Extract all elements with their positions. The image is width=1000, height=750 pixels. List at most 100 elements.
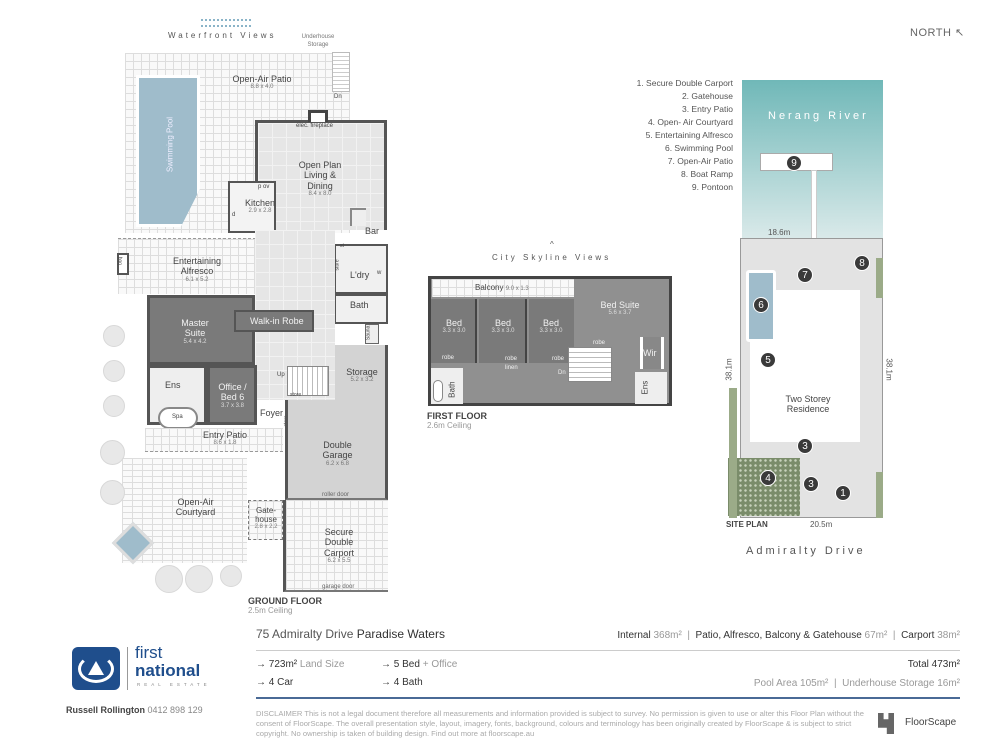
gatehouse-label: Gate-house 2.8 x 2.2 xyxy=(254,506,278,531)
entry-patio-label: Entry Patio 8.6 x 1.8 xyxy=(202,430,248,447)
marker-1: 1 xyxy=(835,485,851,501)
store-under-stair-label: store xyxy=(290,392,302,398)
swimming-pool xyxy=(136,75,200,227)
pantry-p-label: p ov xyxy=(258,184,270,190)
feature-bed: → 5 Bed + Office xyxy=(381,659,458,670)
dim-top-label: 18.6m xyxy=(768,228,791,237)
laundry-room xyxy=(334,244,388,294)
office-bed6-label: Office / Bed 6 3.7 x 3.8 xyxy=(218,382,247,409)
office-bed6-room xyxy=(207,365,257,425)
garage-door-label: garage door xyxy=(322,584,355,590)
storage-room xyxy=(335,345,388,405)
marker-4: 4 xyxy=(760,470,776,486)
alfresco-label: Entertaining Alfresco 6.1 x 5.2 xyxy=(172,256,222,283)
total-area: Total 473m² xyxy=(907,659,960,670)
legend-item: 8. Boat Ramp xyxy=(681,169,733,179)
tree-icon xyxy=(100,440,125,465)
ground-stairs xyxy=(287,366,329,396)
linen-label: linen xyxy=(505,365,518,371)
ens-first-label: Ens xyxy=(640,380,650,395)
site-pool xyxy=(746,270,776,342)
residence-label: Two Storey Residence xyxy=(785,394,831,415)
brand-line2: national xyxy=(135,661,201,680)
ens-first-room xyxy=(635,372,667,404)
entry-patio-area xyxy=(145,428,283,452)
bed-2-label: Bed 3.3 x 3.0 xyxy=(491,318,515,335)
roller-door-label: roller door xyxy=(322,492,350,498)
courtyard-hatch xyxy=(728,458,800,516)
marker-6: 6 xyxy=(753,297,769,313)
marker-9: 9 xyxy=(786,155,802,171)
up-label: Up xyxy=(277,372,285,378)
foyer-label: Foyer xyxy=(260,408,284,418)
legend-item: 7. Open-Air Patio xyxy=(667,156,733,166)
bed-3-label: Bed 3.3 x 3.0 xyxy=(539,318,563,335)
courtyard-label: Open-Air Courtyard xyxy=(175,497,216,518)
walk-in-robe xyxy=(234,310,314,332)
right-hedge-lower xyxy=(876,472,883,518)
feature-bath: → 4 Bath xyxy=(381,677,423,688)
laundry-label: L'dry xyxy=(350,270,370,280)
legend-item: 3. Entry Patio xyxy=(681,104,733,114)
carport-label: Secure Double Carport 6.2 x 5.5 xyxy=(323,527,354,565)
washer-label: w xyxy=(377,270,382,276)
legend-item: 5. Entertaining Alfresco xyxy=(645,130,733,140)
pool-underhouse-area: Pool Area 105m² | Underhouse Storage 16m… xyxy=(753,678,960,689)
bbq xyxy=(117,253,129,275)
tree-icon xyxy=(103,325,125,347)
kitchen-label: Kitchen 2.9 x 2.8 xyxy=(244,198,276,215)
master-suite-label: Master Suite 5.4 x 4.2 xyxy=(181,318,209,345)
tree-icon xyxy=(155,565,183,593)
north-indicator: NORTH ↖ xyxy=(910,26,965,39)
city-skyline-views-label: City Skyline Views xyxy=(492,253,612,262)
site-plan-title: SITE PLAN xyxy=(726,520,768,529)
tree-icon xyxy=(220,565,242,587)
logo-divider xyxy=(127,647,128,690)
waterfront-views-label: Waterfront Views xyxy=(168,31,277,40)
footer-divider-1 xyxy=(256,650,960,651)
bed-suite-label: Bed Suite 5.6 x 3.7 xyxy=(600,300,640,317)
ens-label: Ens xyxy=(165,380,181,390)
living-dining-label: Open Plan Living & Dining 8.4 x 8.0 xyxy=(298,160,342,198)
floorscape-logo-icon xyxy=(878,713,894,734)
chevron-up-icon: ^ xyxy=(550,240,554,249)
disclaimer: DISCLAIMER This is not a legal document … xyxy=(256,709,864,738)
wir-room xyxy=(640,337,664,369)
marker-7: 7 xyxy=(797,267,813,283)
address-suburb: Paradise Waters xyxy=(356,627,445,641)
feature-land-size: → 723m² Land Size xyxy=(256,659,345,670)
walk-in-robe-label: Walk-in Robe xyxy=(250,316,304,326)
alfresco-area xyxy=(118,238,256,294)
arrow-northwest-icon: ↖ xyxy=(954,27,965,39)
st-label: st xyxy=(340,243,344,249)
first-floor-ceiling: 2.6m Ceiling xyxy=(427,421,472,430)
open-air-patio-label: Open-Air Patio 8.8 x 4.0 xyxy=(232,74,292,91)
logo-swoosh-icon xyxy=(78,655,114,683)
tree-icon xyxy=(103,395,125,417)
bed-room-2 xyxy=(479,299,527,363)
bbq-label: bbq xyxy=(117,256,124,266)
ground-floor-ceiling: 2.5m Ceiling xyxy=(248,606,293,615)
legend-item: 9. Pontoon xyxy=(691,182,733,192)
ground-floor-title: GROUND FLOOR xyxy=(248,596,322,606)
dn-label: Dn xyxy=(334,94,342,100)
dim-left-label: 38.1m xyxy=(724,358,734,381)
dishwasher-label: d xyxy=(232,212,236,218)
sauna-label: Sauna xyxy=(365,325,372,341)
robe-label: robe xyxy=(593,340,606,346)
bed-room-3 xyxy=(529,299,574,363)
area-breakdown: Internal 368m² | Patio, Alfresco, Balcon… xyxy=(617,630,960,641)
bath-first-label: Bath xyxy=(447,381,457,398)
street-label: Admiralty Drive xyxy=(746,545,866,557)
kitchen-room xyxy=(228,181,276,233)
bar-label: Bar xyxy=(365,226,380,236)
gatehouse-area xyxy=(248,500,283,540)
underhouse-storage-label: Underhouse Storage xyxy=(301,34,335,48)
underhouse-stairs xyxy=(332,52,350,92)
first-floor-title: FIRST FLOOR xyxy=(427,411,487,421)
robe-label: robe xyxy=(552,356,565,362)
double-garage xyxy=(285,400,388,500)
swimming-pool-label: Swimming Pool xyxy=(165,116,175,173)
north-label: NORTH xyxy=(910,27,952,39)
robe-label: robe xyxy=(442,355,455,361)
